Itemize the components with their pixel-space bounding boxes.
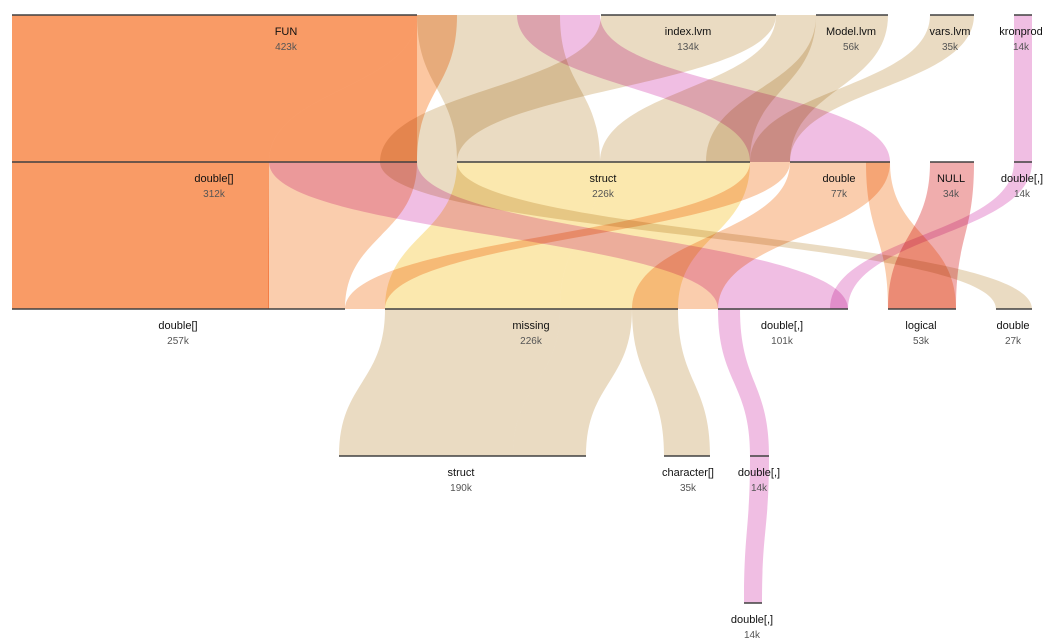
node-label-index_lvm: index.lvm [665, 26, 711, 38]
node-value-l1_double_mat: 14k [1014, 189, 1031, 200]
flow-link-8 [1014, 15, 1032, 162]
flow-link-16 [380, 162, 1032, 309]
node-value-l2_missing: 226k [520, 336, 543, 347]
node-label-kronprod: kronprod [999, 26, 1042, 38]
node-value-kronprod: 14k [1013, 42, 1030, 53]
node-value-l1_null: 34k [943, 189, 960, 200]
node-value-l3_struct: 190k [450, 483, 473, 494]
node-label-vars_lvm: vars.lvm [930, 26, 971, 38]
flow-link-0 [12, 15, 417, 162]
node-value-l2_double: 27k [1005, 336, 1022, 347]
node-label-l1_double: double [822, 173, 855, 185]
flow-link-7 [750, 15, 974, 162]
node-label-l3_character_arr: character[] [662, 467, 714, 479]
node-value-l1_struct: 226k [592, 189, 615, 200]
node-label-l1_double_mat: double[,] [1001, 173, 1043, 185]
node-value-l2_double_arr: 257k [167, 336, 190, 347]
node-label-fun: FUN [275, 26, 298, 38]
flow-links-layer [12, 15, 1032, 603]
node-label-l2_double: double [996, 320, 1029, 332]
flow-link-23 [718, 309, 769, 456]
flow-link-4 [380, 15, 776, 162]
node-value-index_lvm: 134k [677, 42, 700, 53]
flow-link-19 [830, 162, 1032, 309]
flow-link-9 [12, 162, 269, 309]
node-label-l1_null: NULL [937, 173, 965, 185]
node-label-model_lvm: Model.lvm [826, 26, 876, 38]
node-value-vars_lvm: 35k [942, 42, 959, 53]
flow-link-20 [339, 309, 560, 456]
flow-link-13 [560, 162, 750, 309]
flow-link-11 [268, 162, 417, 309]
node-label-l1_double_arr: double[] [194, 173, 233, 185]
node-bars-layer [12, 14, 1032, 604]
node-value-l4_double_mat: 14k [744, 630, 761, 641]
node-value-model_lvm: 56k [843, 42, 860, 53]
node-label-l2_logical: logical [905, 320, 936, 332]
node-value-l1_double: 77k [831, 189, 848, 200]
flow-link-21 [513, 309, 632, 456]
node-label-l3_struct: struct [448, 467, 475, 479]
node-label-l2_double_arr: double[] [158, 320, 197, 332]
node-label-l2_double_mat: double[,] [761, 320, 803, 332]
node-value-l2_double_mat: 101k [771, 336, 794, 347]
node-value-l3_double_mat: 14k [751, 483, 768, 494]
flow-link-5 [600, 15, 816, 162]
node-label-l2_missing: missing [512, 320, 549, 332]
flow-link-22 [632, 309, 710, 456]
flow-link-14 [345, 162, 790, 309]
node-label-l1_struct: struct [590, 173, 617, 185]
node-labels-layer: FUN 423k index.lvm 134k Model.lvm 56k vars.lvm… [158, 26, 1043, 641]
node-label-l4_double_mat: double[,] [731, 614, 773, 626]
flow-link-12 [385, 162, 600, 309]
flow-link-24 [744, 456, 769, 603]
flow-link-15 [632, 162, 890, 309]
node-value-l2_logical: 53k [913, 336, 930, 347]
node-value-fun: 423k [275, 42, 298, 53]
flow-link-6 [706, 15, 888, 162]
node-label-l3_double_mat: double[,] [738, 467, 780, 479]
node-value-l1_double_arr: 312k [203, 189, 226, 200]
node-value-l3_character_arr: 35k [680, 483, 697, 494]
